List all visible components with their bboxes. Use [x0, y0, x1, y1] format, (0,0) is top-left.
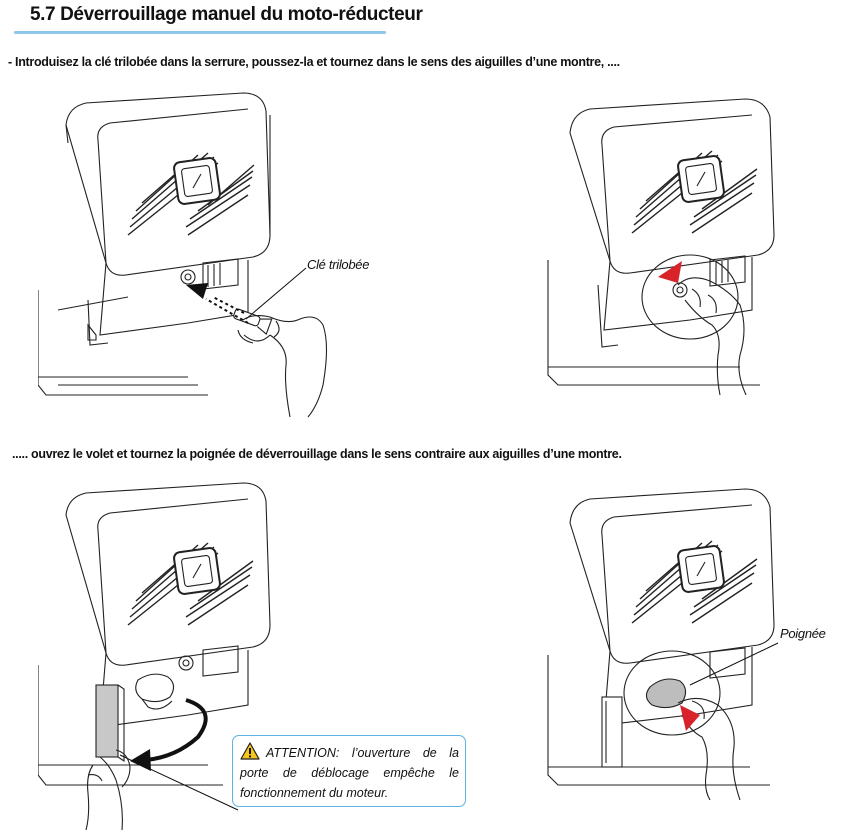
instruction-step-2: ..... ouvrez le volet et tournez la poig…	[12, 447, 622, 461]
section-heading: 5.7 Déverrouillage manuel du moto-réduct…	[30, 4, 423, 26]
illustration-turn-key	[540, 85, 800, 395]
section-number: 5.7	[30, 4, 56, 25]
key-label: Clé trilobée	[307, 257, 370, 272]
warning-icon	[240, 742, 260, 760]
attention-title: ATTENTION:	[266, 746, 340, 760]
attention-text: l’ouverture de la porte de déblocage emp…	[240, 746, 459, 800]
illustration-insert-key	[38, 85, 338, 420]
instruction-step-1: - Introduisez la clé trilobée dans la se…	[8, 55, 620, 69]
illustration-open-shutter	[38, 475, 358, 830]
illustration-turn-handle	[540, 475, 810, 800]
heading-underline	[14, 31, 386, 34]
attention-callout: ATTENTION: l’ouverture de la porte de dé…	[232, 735, 466, 807]
section-title: Déverrouillage manuel du moto-réducteur	[60, 4, 423, 25]
handle-label: Poignée	[780, 626, 826, 641]
